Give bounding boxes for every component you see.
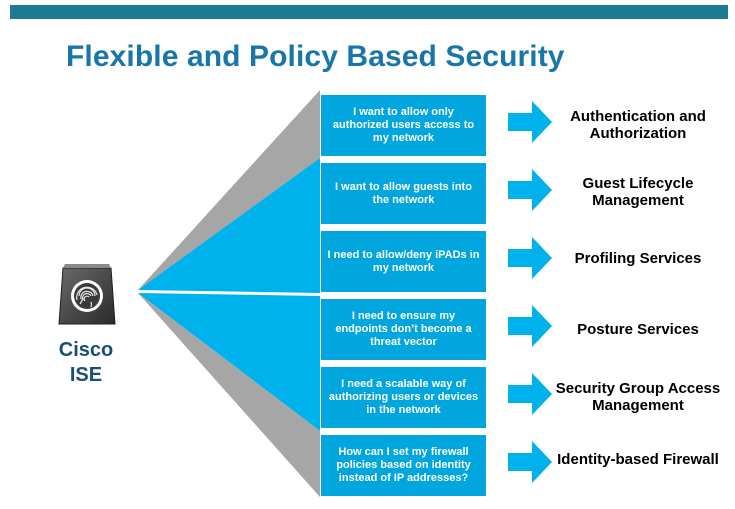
result-label: Identity-based Firewall	[557, 451, 719, 468]
cisco-ise-appliance	[57, 262, 117, 328]
right-arrow-icon	[508, 441, 552, 483]
question-box: I need to ensure my endpoints don’t beco…	[321, 299, 486, 360]
right-arrow-icon	[508, 101, 552, 143]
question-box: I need a scalable way of authorizing use…	[321, 367, 486, 428]
result-label: Guest Lifecycle Management	[582, 175, 694, 209]
fan-blue-top	[138, 158, 320, 293]
fingerprint-icon	[58, 264, 116, 325]
question-box: I need to allow/deny iPADs in my network	[321, 231, 486, 292]
question-box: How can I set my firewall policies based…	[321, 435, 486, 496]
right-arrow-icon	[508, 305, 552, 347]
right-arrow-icon	[508, 237, 552, 279]
result-label: Profiling Services	[574, 250, 702, 267]
top-banner-bar	[10, 5, 728, 19]
right-arrow-icon	[508, 373, 552, 415]
device-name-line2: ISE	[69, 364, 103, 386]
question-box: I want to allow only authorized users ac…	[321, 95, 486, 156]
result-label: Posture Services	[577, 321, 699, 338]
device-name-line1: Cisco	[58, 339, 114, 361]
result-label: Security Group Access Management	[555, 380, 721, 414]
right-arrow-icon	[508, 169, 552, 211]
fan-gray-top	[138, 90, 320, 290]
question-box: I want to allow guests into the network	[321, 163, 486, 224]
fan-gray-bottom	[138, 293, 320, 497]
cisco-ise-label: Cisco ISE	[48, 338, 124, 388]
result-label: Authentication and Authorization	[570, 108, 706, 142]
page-title: Flexible and Policy Based Security	[66, 40, 565, 73]
